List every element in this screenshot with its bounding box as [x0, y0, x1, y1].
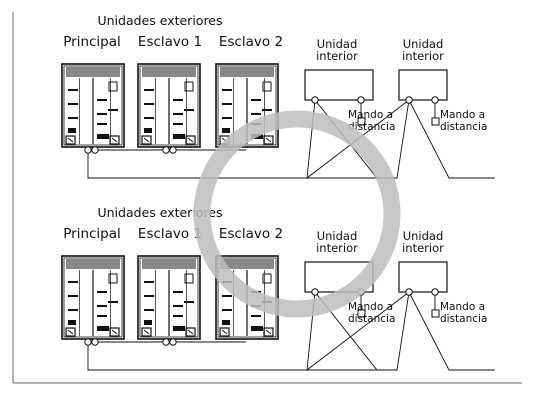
outdoor-unit-label: Esclavo 1: [138, 226, 202, 242]
terminal-connector: [405, 96, 413, 104]
indoor-unit-label: interior: [402, 241, 444, 255]
remote-controller-label: distancia: [440, 313, 487, 325]
outdoor-unit: [61, 255, 125, 340]
remote-controller-label: distancia: [348, 121, 395, 133]
remote-controller: [431, 309, 440, 318]
inter-unit-wiring: [84, 338, 307, 371]
remote-controller: [357, 117, 366, 126]
unit-grille: [66, 67, 120, 77]
indoor-unit-label: Unidad: [317, 229, 358, 243]
remote-controller: [431, 117, 440, 126]
outdoor-unit: [61, 63, 125, 148]
indoor-unit-label: interior: [316, 49, 358, 63]
terminal-connector: [91, 146, 99, 154]
unit-grille: [220, 67, 274, 77]
remote-controller-label: Mando a: [440, 301, 485, 313]
terminal-connector: [162, 338, 170, 346]
inter-unit-wiring: [84, 146, 307, 179]
terminal-connector: [405, 288, 413, 296]
remote-controller-label: Mando a: [348, 109, 393, 121]
outdoor-unit-label: Esclavo 2: [219, 34, 283, 50]
outdoor-unit: [137, 255, 201, 340]
remote-controller-label: Mando a: [440, 109, 485, 121]
indoor-unit-label: interior: [402, 49, 444, 63]
terminal-connector: [162, 146, 170, 154]
indoor-unit-label: Unidad: [317, 37, 358, 51]
terminal-connector: [169, 146, 177, 154]
unit-grille: [142, 259, 196, 269]
outdoor-unit: [137, 63, 201, 148]
remote-controller-label: distancia: [348, 313, 395, 325]
indoor-unit-label: interior: [316, 241, 358, 255]
indoor-unit-label: Unidad: [403, 37, 444, 51]
terminal-connector: [357, 96, 365, 104]
unit-grille: [142, 67, 196, 77]
watermark-ring: [193, 110, 401, 318]
terminal-connector: [431, 96, 439, 104]
outdoor-unit-label: Esclavo 2: [219, 226, 283, 242]
indoor-unit-label: Unidad: [403, 229, 444, 243]
remote-controller-label: distancia: [440, 121, 487, 133]
outdoor-unit-label: Principal: [63, 34, 121, 50]
terminal-connector: [311, 288, 319, 296]
unit-grille: [66, 259, 120, 269]
outdoor-unit-label: Principal: [63, 226, 121, 242]
terminal-connector: [431, 288, 439, 296]
terminal-connector: [311, 96, 319, 104]
outdoor-unit-label: Esclavo 1: [138, 34, 202, 50]
terminal-connector: [91, 338, 99, 346]
terminal-connector: [169, 338, 177, 346]
remote-controller: [357, 309, 366, 318]
terminal-connector: [84, 146, 92, 154]
terminal-connector: [84, 338, 92, 346]
group-label: Unidades exteriores: [97, 205, 222, 220]
remote-controller-label: Mando a: [348, 301, 393, 313]
group-label: Unidades exteriores: [97, 13, 222, 28]
